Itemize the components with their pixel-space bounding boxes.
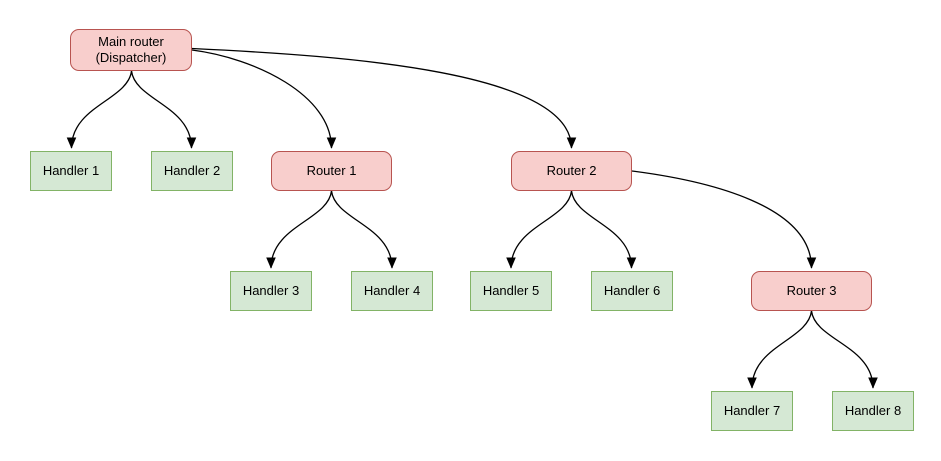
node-handler-4-label: Handler 4 (363, 282, 421, 298)
node-handler-8: Handler 8 (832, 391, 914, 431)
edge-main-router-to-router-2 (191, 47, 577, 149)
node-handler-3: Handler 3 (230, 271, 312, 311)
node-handler-1-label: Handler 1 (42, 162, 100, 178)
node-handler-3-label: Handler 3 (242, 282, 300, 298)
node-handler-5-label: Handler 5 (482, 282, 540, 298)
edge-router-3-to-handler-8 (810, 310, 878, 389)
node-router-2: Router 2 (511, 151, 632, 191)
node-handler-2: Handler 2 (151, 151, 233, 191)
edge-router-2-to-router-3 (631, 170, 817, 269)
node-router-1-label: Router 1 (306, 162, 357, 178)
node-router-1: Router 1 (271, 151, 392, 191)
node-handler-4: Handler 4 (351, 271, 433, 311)
edge-router-3-to-handler-7 (747, 310, 813, 389)
node-handler-6: Handler 6 (591, 271, 673, 311)
node-handler-2-label: Handler 2 (163, 162, 221, 178)
edge-router-1-to-handler-4 (330, 190, 397, 269)
edge-main-router-to-router-1 (191, 49, 337, 149)
edge-main-router-to-handler-2 (130, 70, 197, 149)
node-router-2-label: Router 2 (546, 162, 597, 178)
node-router-3-label: Router 3 (786, 282, 837, 298)
edge-router-1-to-handler-3 (266, 190, 333, 269)
node-main-router: Main router (Dispatcher) (70, 29, 192, 71)
node-handler-8-label: Handler 8 (844, 402, 902, 418)
node-handler-1: Handler 1 (30, 151, 112, 191)
node-handler-7: Handler 7 (711, 391, 793, 431)
node-router-3: Router 3 (751, 271, 872, 311)
edge-main-router-to-handler-1 (66, 70, 133, 149)
edge-router-2-to-handler-6 (570, 190, 637, 269)
node-main-router-label: Main router (Dispatcher) (95, 33, 167, 65)
node-handler-5: Handler 5 (470, 271, 552, 311)
node-handler-6-label: Handler 6 (603, 282, 661, 298)
node-handler-7-label: Handler 7 (723, 402, 781, 418)
edge-router-2-to-handler-5 (506, 190, 573, 269)
